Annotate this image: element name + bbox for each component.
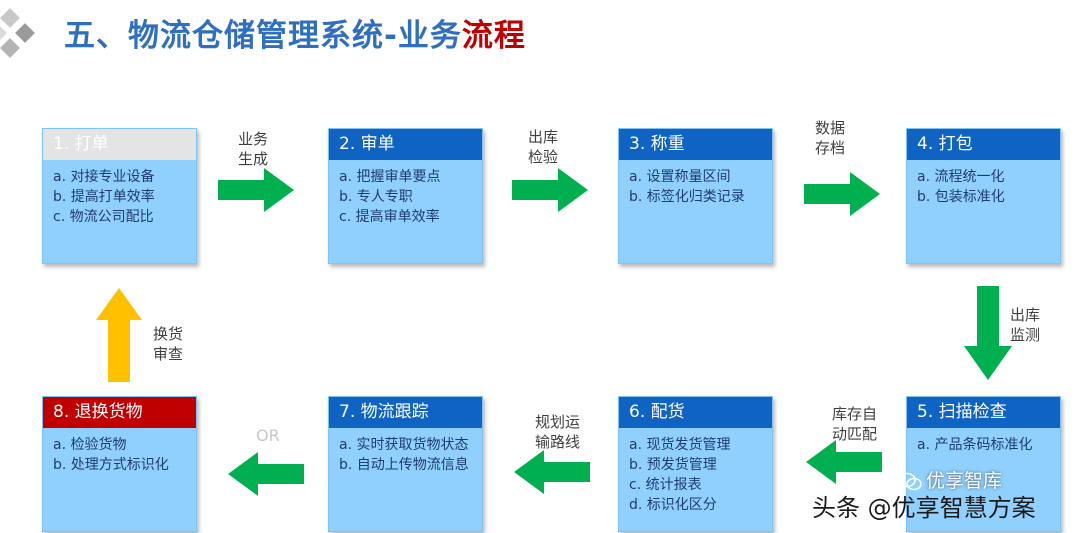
- wechat-icon: [898, 472, 922, 490]
- step-title-3: 3. 称重: [619, 129, 772, 160]
- step-title-6: 6. 配货: [619, 397, 772, 428]
- step-1-item: b. 提高打单效率: [53, 189, 155, 205]
- diamond-logo-icon: [0, 8, 35, 58]
- arrow-right-icon: [218, 168, 294, 212]
- page-title-highlight: 流程: [461, 18, 526, 54]
- step-8-item: b. 处理方式标识化: [53, 457, 169, 473]
- arrow-label-3: 数据存档: [815, 119, 846, 157]
- step-6-item: c. 统计报表: [629, 477, 702, 493]
- step-8-item: a. 检验货物: [53, 437, 127, 453]
- arrow-label-5: 库存自动匹配: [832, 405, 878, 443]
- step-1-item: c. 物流公司配比: [53, 209, 154, 225]
- arrow-label-8: 换货审查: [153, 325, 184, 363]
- step-title-4: 4. 打包: [907, 129, 1060, 160]
- arrow-label-4: 出库监测: [1010, 306, 1041, 344]
- step-box-2: 2. 审单 a. 把握审单要点 b. 专人专职 c. 提高审单效率: [328, 128, 483, 264]
- step-2-item: a. 把握审单要点: [339, 169, 441, 185]
- step-3-item: a. 设置称量区间: [629, 169, 731, 185]
- page-title: 五、物流仓储管理系统-业务流程: [64, 12, 526, 60]
- step-3-item: b. 标签化归类记录: [629, 189, 745, 205]
- step-title-8: 8. 退换货物: [43, 397, 196, 428]
- arrow-left-icon: [806, 440, 882, 484]
- step-7-item: a. 实时获取货物状态: [339, 437, 469, 453]
- step-box-4: 4. 打包 a. 流程统一化 b. 包装标准化: [906, 128, 1061, 264]
- arrow-down-icon: [964, 286, 1012, 380]
- step-title-5: 5. 扫描检查: [907, 397, 1060, 428]
- step-box-7: 7. 物流跟踪 a. 实时获取货物状态 b. 自动上传物流信息: [328, 396, 483, 532]
- arrow-label-2: 出库检验: [528, 128, 559, 166]
- step-4-item: a. 流程统一化: [917, 169, 1005, 185]
- watermark-source: 头条 @优享智慧方案: [812, 494, 1036, 522]
- arrow-label-1: 业务生成: [238, 130, 269, 168]
- step-2-item: c. 提高审单效率: [339, 209, 440, 225]
- arrow-right-icon: [512, 168, 588, 212]
- arrow-label-6: 规划运输路线: [535, 413, 581, 451]
- step-7-item: b. 自动上传物流信息: [339, 457, 469, 473]
- step-6-item: b. 预发货管理: [629, 457, 717, 473]
- step-6-item: d. 标识化区分: [629, 497, 717, 513]
- step-5-item: a. 产品条码标准化: [917, 437, 1033, 453]
- step-2-item: b. 专人专职: [339, 189, 413, 205]
- arrow-right-icon: [804, 172, 880, 216]
- step-title-7: 7. 物流跟踪: [329, 397, 482, 428]
- arrow-left-icon: [514, 450, 590, 494]
- step-6-item: a. 现货发货管理: [629, 437, 731, 453]
- arrow-up-icon: [96, 288, 142, 382]
- step-box-1: 1. 打单 a. 对接专业设备 b. 提高打单效率 c. 物流公司配比: [42, 128, 197, 264]
- or-label: OR: [256, 426, 280, 445]
- step-box-6: 6. 配货 a. 现货发货管理 b. 预发货管理 c. 统计报表 d. 标识化区…: [618, 396, 773, 532]
- step-box-5: 5. 扫描检查 a. 产品条码标准化: [906, 396, 1061, 532]
- step-box-8: 8. 退换货物 a. 检验货物 b. 处理方式标识化: [42, 396, 197, 532]
- step-4-item: b. 包装标准化: [917, 189, 1005, 205]
- step-1-item: a. 对接专业设备: [53, 169, 155, 185]
- watermark-brand: 优享智库: [898, 466, 1002, 493]
- page-title-main: 五、物流仓储管理系统-业务: [64, 18, 462, 54]
- step-title-1: 1. 打单: [43, 129, 196, 160]
- step-box-3: 3. 称重 a. 设置称量区间 b. 标签化归类记录: [618, 128, 773, 264]
- arrow-left-icon: [228, 452, 304, 496]
- step-title-2: 2. 审单: [329, 129, 482, 160]
